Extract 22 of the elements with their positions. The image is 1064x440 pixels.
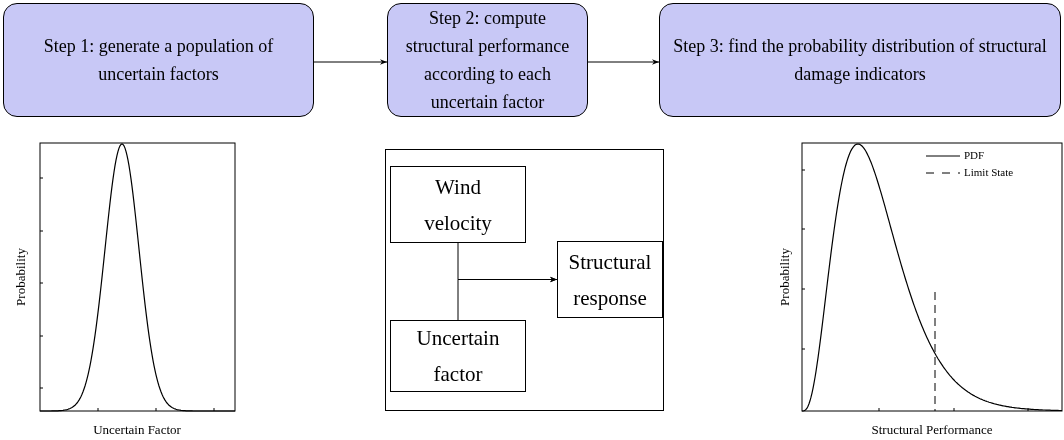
- arrow: [457, 276, 558, 321]
- step-box: [3, 3, 314, 117]
- axis-label: Probability: [777, 248, 791, 306]
- arrow: [313, 59, 388, 65]
- node-text: Step 1: generate a population of uncertain factors: [42, 35, 275, 86]
- arrow: [587, 59, 660, 65]
- node-text: Structural response: [568, 248, 652, 312]
- axis-label: Structural Performance: [871, 423, 993, 436]
- process-box: [390, 166, 526, 243]
- process-box: [557, 241, 663, 318]
- legend-text: PDF: [964, 150, 985, 161]
- step-box: [659, 3, 1061, 117]
- axis-label: Probability: [13, 248, 27, 306]
- process-box: [390, 320, 526, 392]
- node-text: Wind velocity: [424, 173, 492, 237]
- legend-text: Limit State: [964, 167, 1014, 178]
- node-text: Step 2: compute structural performance according to each uncertain factor: [404, 7, 571, 114]
- node-text: Uncertain factor: [416, 325, 500, 388]
- axis-label: Uncertain Factor: [93, 423, 181, 436]
- step-box: [387, 3, 588, 117]
- panel-frame: [385, 149, 664, 411]
- node-text: Step 3: find the probability distribution of structural damage indicators: [672, 35, 1048, 86]
